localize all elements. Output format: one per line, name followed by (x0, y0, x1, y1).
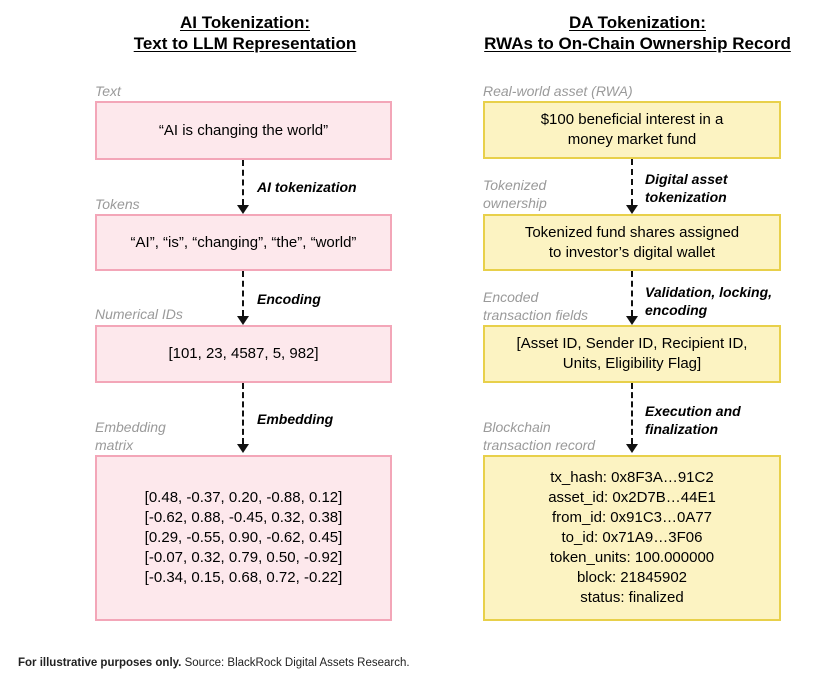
footer-bold: For illustrative purposes only. (18, 657, 182, 669)
right-box-encoded-fields: [Asset ID, Sender ID, Recipient ID, Unit… (483, 325, 781, 383)
left-stage-label-text: Text (95, 83, 121, 99)
left-stage-label-numerical-ids: Numerical IDs (95, 306, 183, 322)
embedding-row: [0.48, -0.37, 0.20, -0.88, 0.12] (144, 489, 343, 506)
embedding-row: [0.29, -0.55, 0.90, -0.62, 0.45] (144, 529, 343, 546)
left-box-embedding-matrix: [0.48, -0.37, 0.20, -0.88, 0.12] [-0.62,… (95, 455, 392, 621)
left-box-numerical-ids: [101, 23, 4587, 5, 982] (95, 325, 392, 383)
left-box-text: “AI is changing the world” (95, 101, 392, 160)
right-arrow-3 (626, 383, 638, 453)
embedding-row: [-0.62, 0.88, -0.45, 0.32, 0.38] (144, 509, 343, 526)
left-arrow-1-label: AI tokenization (257, 179, 357, 195)
left-box-text-line: “AI is changing the world” (158, 121, 329, 139)
right-stage-label-tokenized-ownership: Tokenized ownership (483, 177, 547, 211)
left-stage-label-embedding: Embedding matrix (95, 419, 166, 453)
right-stage-label-rwa: Real-world asset (RWA) (483, 83, 633, 99)
right-arrow-2-label: Validation, locking, encoding (645, 284, 773, 318)
record-field: asset_id: 0x2D7B…44E1 (548, 489, 716, 506)
left-arrow-1 (237, 160, 249, 214)
right-arrow-1-label: Digital asset tokenization (645, 171, 728, 205)
record-field: status: finalized (580, 589, 684, 606)
right-arrow-3-label: Execution and finalization (645, 403, 741, 437)
embedding-row: [-0.34, 0.15, 0.68, 0.72, -0.22] (144, 569, 343, 586)
left-arrow-3-label: Embedding (257, 411, 334, 427)
right-box-blockchain-record: tx_hash: 0x8F3A…91C2 asset_id: 0x2D7B…44… (483, 455, 781, 621)
left-arrow-2-label: Encoding (257, 291, 321, 307)
left-arrow-2 (237, 271, 249, 325)
right-stage-label-blockchain-record: Blockchain transaction record (483, 419, 596, 453)
left-box-tokens: “AI”, “is”, “changing”, “the”, “world” (95, 214, 392, 271)
right-box-rwa: $100 beneficial interest in a money mark… (483, 101, 781, 159)
left-title-line1: AI Tokenization: (179, 13, 310, 32)
record-field: token_units: 100.000000 (549, 549, 715, 566)
record-field: from_id: 0x91C3…0A77 (551, 509, 713, 526)
record-field: tx_hash: 0x8F3A…91C2 (550, 469, 714, 486)
left-title-line2: Text to LLM Representation (133, 34, 357, 53)
left-arrow-3 (237, 383, 249, 453)
right-title-line1: DA Tokenization: (569, 13, 706, 32)
right-stage-label-encoded-fields: Encoded transaction fields (483, 289, 589, 323)
left-column-title: AI Tokenization: Text to LLM Representat… (95, 12, 395, 54)
left-box-ids-line: [101, 23, 4587, 5, 982] (168, 345, 319, 362)
right-column-title: DA Tokenization: RWAs to On-Chain Owners… (475, 12, 800, 54)
footer-note: For illustrative purposes only. Source: … (18, 656, 410, 670)
right-arrow-2 (626, 271, 638, 325)
right-arrow-1 (626, 159, 638, 214)
footer-source: Source: BlackRock Digital Assets Researc… (181, 657, 410, 669)
left-stage-label-tokens: Tokens (95, 196, 140, 212)
right-title-line2: RWAs to On-Chain Ownership Record (484, 34, 791, 53)
record-field: block: 21845902 (576, 569, 688, 586)
record-field: to_id: 0x71A9…3F06 (561, 529, 703, 546)
left-box-tokens-line: “AI”, “is”, “changing”, “the”, “world” (130, 233, 357, 251)
right-box-tokenized-ownership: Tokenized fund shares assigned to invest… (483, 214, 781, 271)
embedding-row: [-0.07, 0.32, 0.79, 0.50, -0.92] (144, 549, 343, 566)
